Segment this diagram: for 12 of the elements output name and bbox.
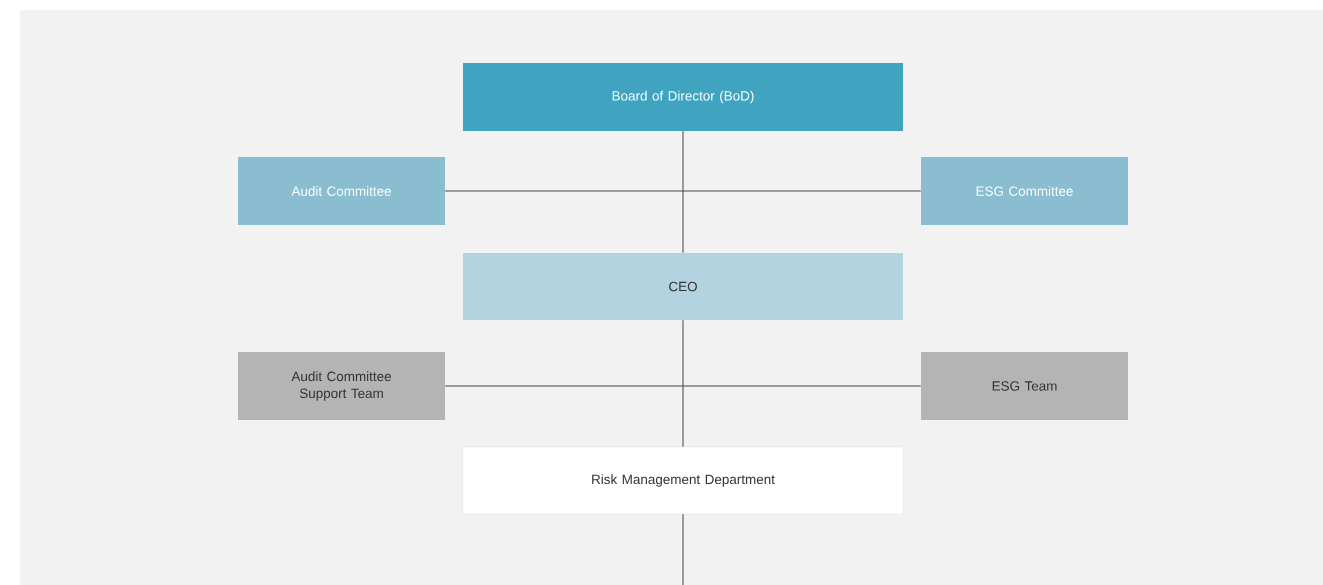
connector-line bbox=[682, 130, 684, 254]
connector-line bbox=[682, 513, 684, 585]
connector-line bbox=[444, 190, 922, 192]
committee-box: Audit Committee bbox=[238, 157, 445, 225]
committee-box: ESG Committee bbox=[921, 157, 1128, 225]
connector-line bbox=[682, 319, 684, 448]
process-box: Board of Director (BoD) bbox=[463, 63, 903, 131]
team-box: ESG Team bbox=[921, 352, 1128, 420]
team-box: Audit Committee Support Team bbox=[238, 352, 445, 420]
process-box: CEO bbox=[463, 253, 903, 320]
department-box: Risk Management Department bbox=[462, 446, 904, 515]
connector-line bbox=[444, 385, 922, 387]
